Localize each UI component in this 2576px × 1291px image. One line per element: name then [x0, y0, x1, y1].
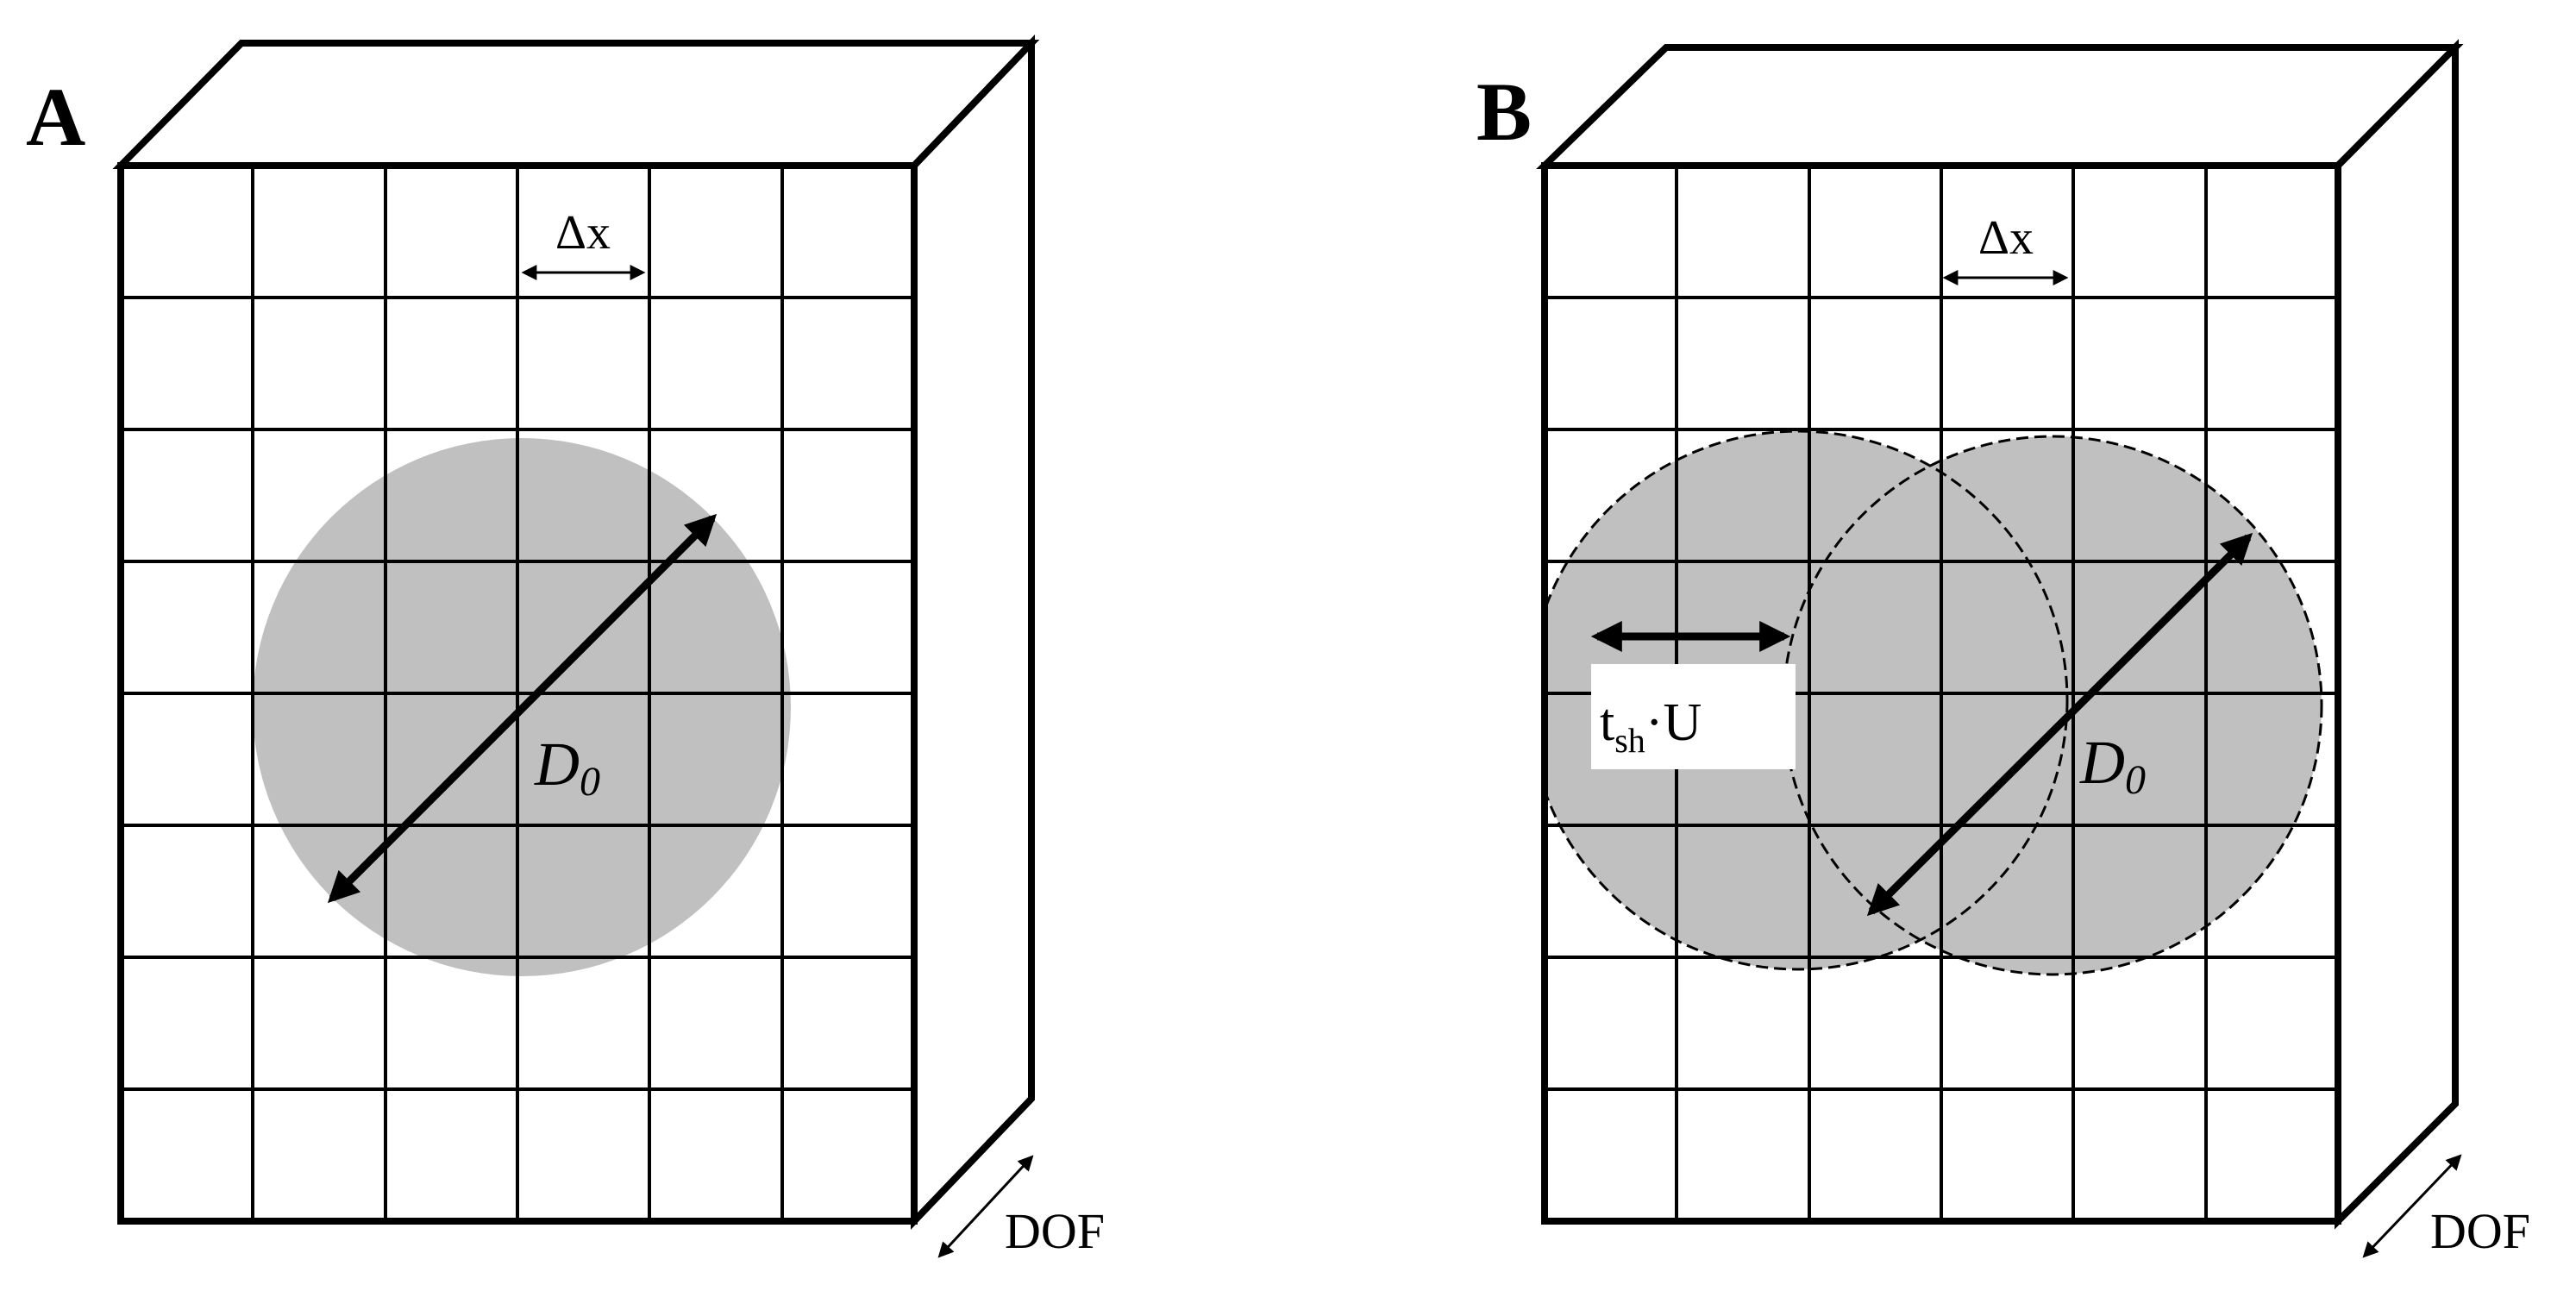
panel-b-shift-label-box	[1591, 664, 1796, 769]
panel-b-diameter-arrow	[1866, 532, 2253, 917]
panel-b-diameter-symbol: D	[2079, 728, 2125, 797]
panel-b-box-top-face	[1536, 44, 2464, 169]
panel-b: B Δx	[1476, 39, 2530, 1259]
panel-a-depth-of-field-arrow	[937, 1155, 1034, 1258]
panel-a: A Δx D0	[26, 34, 1105, 1259]
panel-b-shift-symbol: t	[1600, 693, 1614, 752]
panel-a-diameter-symbol: D	[534, 730, 580, 799]
panel-a-depth-of-field-label: DOF	[1005, 1203, 1105, 1259]
panel-a-diameter-subscript: 0	[580, 759, 600, 805]
panel-a-diameter-label: D0	[534, 730, 600, 805]
panel-a-letter: A	[26, 71, 85, 163]
panel-a-box-front-face	[117, 162, 918, 1225]
panel-b-pixel-size-label: Δx	[1978, 211, 2034, 265]
panel-a-diameter-arrow	[327, 513, 718, 904]
panel-b-box-front-face	[1541, 162, 2341, 1225]
panel-b-letter: B	[1476, 66, 1532, 158]
panel-b-particle-shifted	[1783, 436, 2322, 975]
panel-a-pixel-size-label: Δx	[555, 206, 611, 260]
panel-b-depth-of-field-label: DOF	[2430, 1203, 2530, 1259]
panel-a-box-side-face	[911, 34, 1035, 1230]
panel-b-diameter-label: D0	[2079, 728, 2146, 803]
panel-b-shift-subscript: sh	[1614, 721, 1645, 760]
panel-a-pixel-grid	[121, 166, 914, 1221]
panel-b-box-side-face	[2335, 39, 2459, 1230]
panel-b-pixel-grid	[1545, 166, 2338, 1221]
panel-b-shift-velocity: ·U	[1645, 693, 1702, 752]
panel-a-box-top-face	[112, 40, 1040, 169]
panel-b-diameter-subscript: 0	[2125, 757, 2146, 803]
panel-b-depth-of-field-arrow	[2362, 1154, 2462, 1258]
panel-b-shift-label: tsh·U	[1600, 693, 1702, 760]
